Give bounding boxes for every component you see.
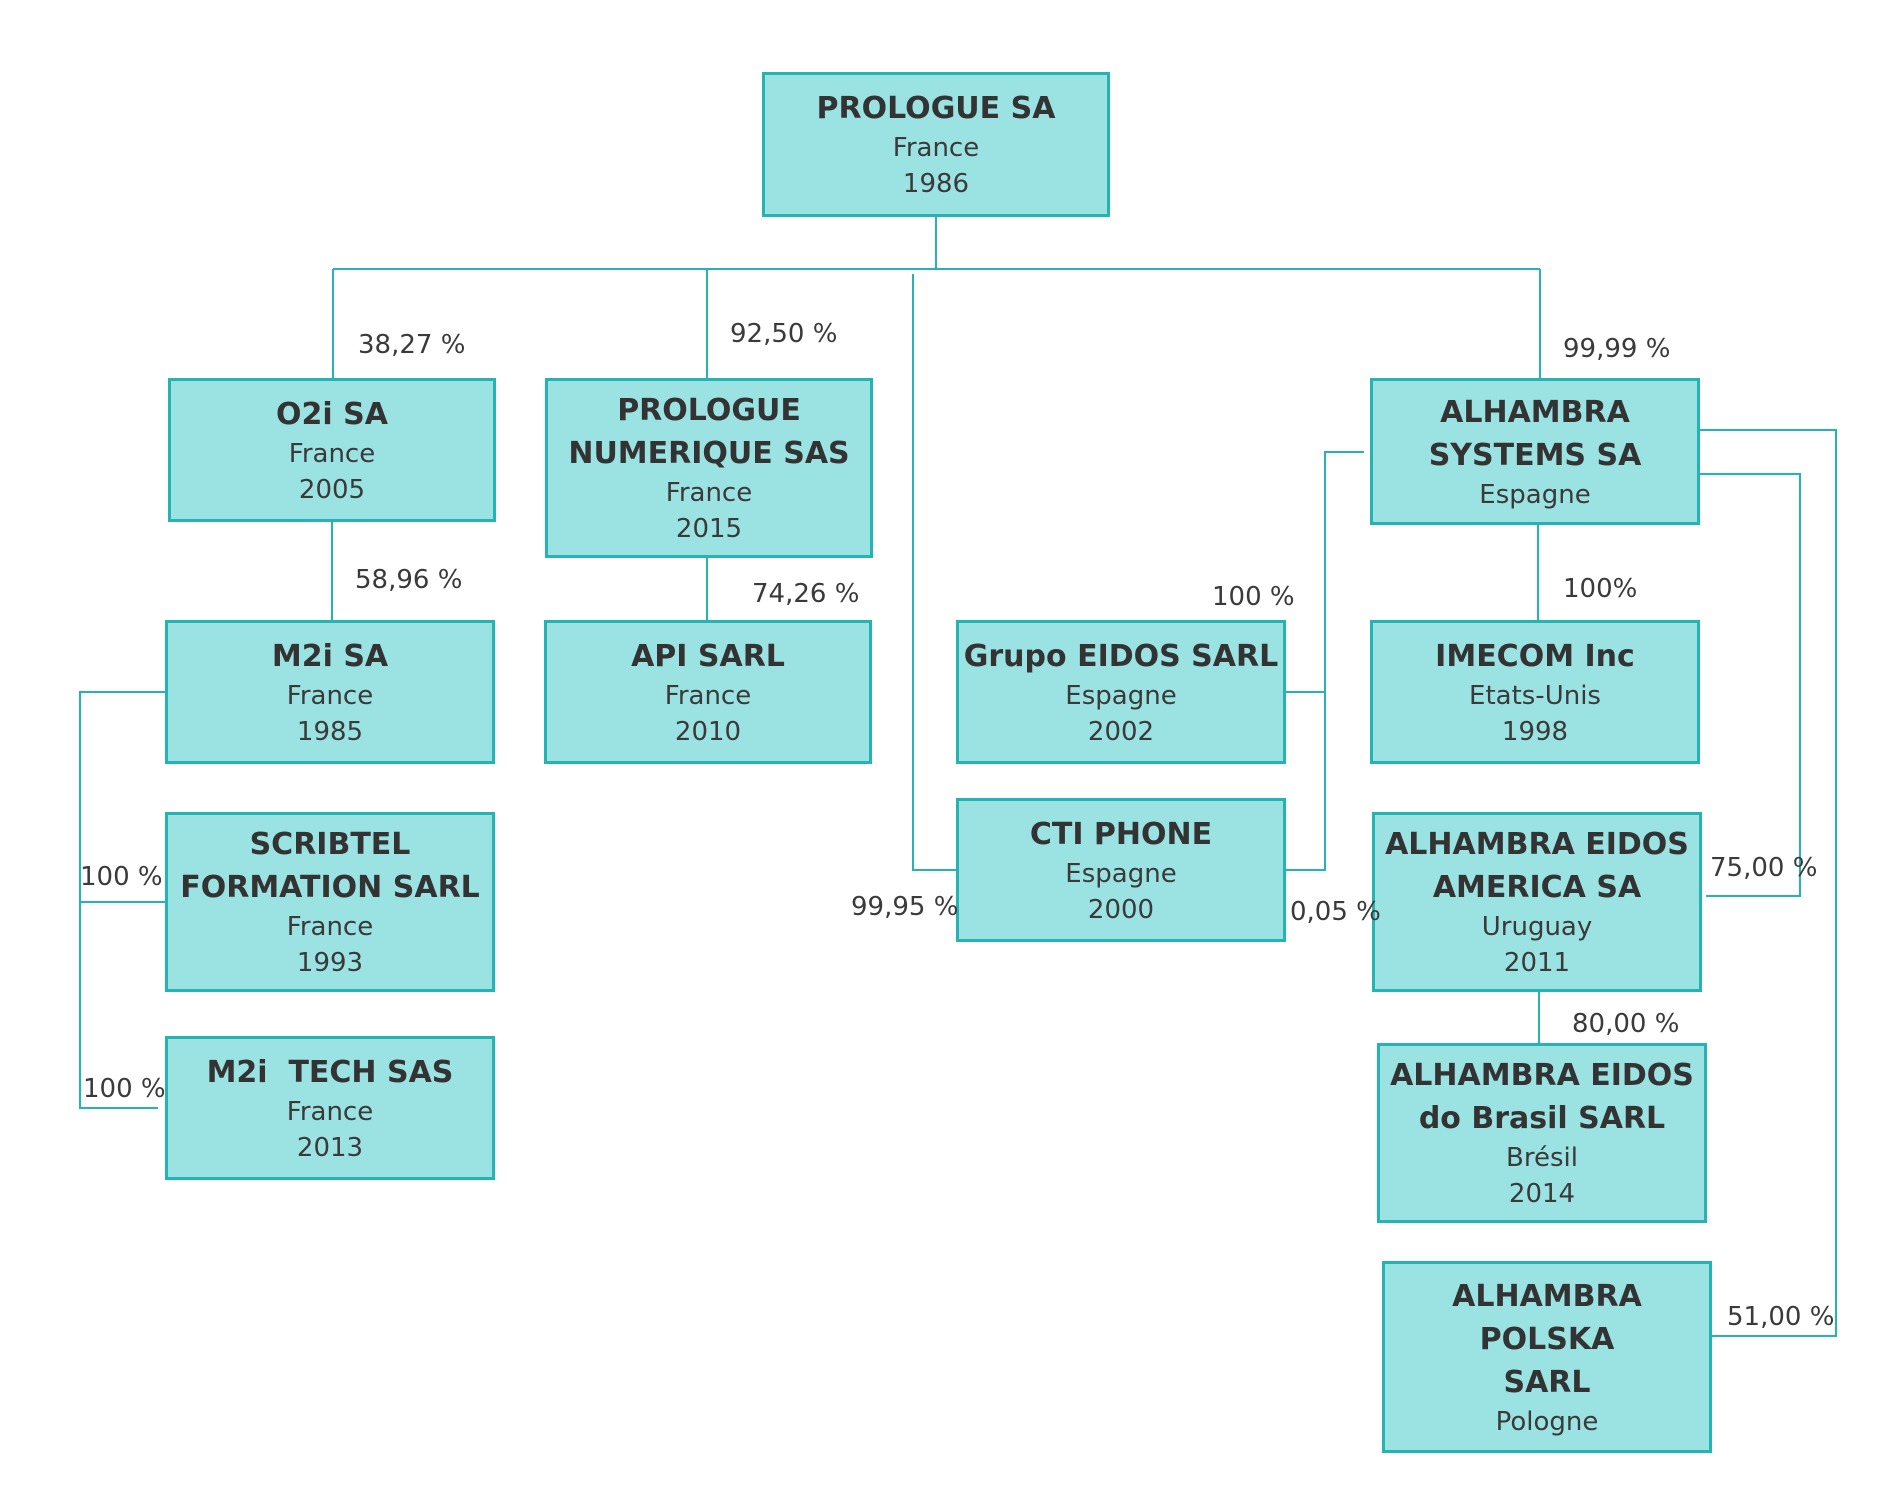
entity-country: France: [892, 133, 980, 163]
entity-country: France: [286, 912, 374, 942]
entity-country: Brésil: [1506, 1143, 1578, 1173]
entity-country: Espagne: [1479, 479, 1591, 510]
entity-name: ALHAMBRA EIDOS: [1385, 827, 1689, 862]
entity-name: ALHAMBRA: [1452, 1278, 1642, 1314]
connector-to-cti-phone: [912, 274, 956, 871]
entity-country: France: [664, 680, 752, 711]
entity-box-alhambra-systems-sa: ALHAMBRA SYSTEMS SA Espagne: [1370, 378, 1700, 525]
entity-name: SYSTEMS SA: [1428, 437, 1642, 473]
entity-country: Etats-Unis: [1469, 680, 1601, 711]
entity-name: M2i TECH SAS: [206, 1054, 454, 1090]
stake-label-m2i-tech: 100 %: [83, 1074, 166, 1104]
stake-label-alhambra-eidos-america: 75,00 %: [1710, 853, 1818, 883]
entity-country: Pologne: [1495, 1406, 1599, 1437]
connector-alhambra-eidos-cti: [1286, 451, 1364, 871]
entity-name: CTI PHONE: [1029, 816, 1213, 852]
stake-label-cti-phone-prologue: 99,95 %: [851, 892, 959, 922]
entity-country: France: [286, 680, 374, 711]
entity-name: AMERICA SA: [1432, 870, 1642, 905]
entity-year: 1993: [296, 948, 364, 978]
entity-box-m2i-sa: M2i SA France 1985: [165, 620, 495, 764]
entity-name: ALHAMBRA EIDOS: [1390, 1058, 1694, 1093]
entity-year: 2005: [298, 474, 366, 505]
entity-box-alhambra-eidos-do-brasil-sarl: ALHAMBRA EIDOS do Brasil SARL Brésil 201…: [1377, 1043, 1707, 1223]
entity-box-alhambra-eidos-america-sa: ALHAMBRA EIDOS AMERICA SA Uruguay 2011: [1372, 812, 1702, 992]
entity-year: 2011: [1503, 948, 1571, 978]
entity-name: NUMERIQUE SAS: [568, 436, 850, 471]
entity-country: Espagne: [1065, 858, 1177, 889]
entity-name: API SARL: [631, 638, 785, 674]
entity-year: 1986: [902, 169, 970, 199]
entity-country: Espagne: [1065, 680, 1177, 711]
entity-name: M2i SA: [271, 638, 389, 674]
stake-label-api: 74,26 %: [752, 579, 860, 609]
stake-label-m2i: 58,96 %: [355, 565, 463, 595]
entity-country: Uruguay: [1481, 912, 1593, 942]
connector-alhambra-america: [1700, 473, 1801, 897]
stake-label-o2i: 38,27 %: [358, 330, 466, 360]
entity-year: 2002: [1087, 716, 1155, 747]
entity-year: 2014: [1508, 1179, 1576, 1209]
entity-name: ALHAMBRA: [1440, 394, 1630, 430]
stake-label-cti-phone-eidos: 0,05 %: [1290, 897, 1381, 927]
entity-year: 2000: [1087, 894, 1155, 925]
entity-box-o2i-sa: O2i SA France 2005: [168, 378, 496, 522]
entity-box-m2i-tech-sas: M2i TECH SAS France 2013: [165, 1036, 495, 1180]
entity-box-alhambra-polska-sarl: ALHAMBRA POLSKA SARL Pologne: [1382, 1261, 1712, 1453]
stake-label-alhambra-eidos-brasil: 80,00 %: [1572, 1009, 1680, 1039]
stake-label-alhambra-polska: 51,00 %: [1727, 1302, 1835, 1332]
stake-label-scribtel: 100 %: [80, 862, 163, 892]
connector-m2i-subsidiaries: [79, 691, 165, 1109]
stake-label-prologue-numerique: 92,50 %: [730, 319, 838, 349]
entity-name: SCRIBTEL: [249, 827, 411, 862]
entity-year: 2010: [674, 716, 742, 747]
entity-box-api-sarl: API SARL France 2010: [544, 620, 872, 764]
entity-name: SARL: [1503, 1364, 1591, 1400]
entity-name: IMECOM Inc: [1435, 638, 1635, 674]
entity-name: Grupo EIDOS SARL: [963, 638, 1279, 674]
entity-name: PROLOGUE: [617, 393, 801, 428]
entity-country: France: [288, 438, 376, 469]
stake-label-alhambra-systems: 99,99 %: [1563, 334, 1671, 364]
entity-box-prologue-numerique-sas: PROLOGUE NUMERIQUE SAS France 2015: [545, 378, 873, 558]
entity-box-imecom-inc: IMECOM Inc Etats-Unis 1998: [1370, 620, 1700, 764]
entity-country: France: [286, 1096, 374, 1127]
entity-box-scribtel-formation-sarl: SCRIBTEL FORMATION SARL France 1993: [165, 812, 495, 992]
entity-year: 2015: [675, 514, 743, 544]
entity-box-cti-phone: CTI PHONE Espagne 2000: [956, 798, 1286, 942]
stake-label-imecom: 100%: [1563, 574, 1638, 604]
entity-name: POLSKA: [1479, 1321, 1615, 1357]
entity-year: 1998: [1501, 716, 1569, 747]
entity-country: France: [665, 478, 753, 508]
entity-year: 1985: [296, 716, 364, 747]
entity-name: do Brasil SARL: [1418, 1101, 1666, 1136]
entity-name: FORMATION SARL: [180, 870, 480, 905]
entity-name: O2i SA: [276, 396, 388, 432]
entity-name: PROLOGUE SA: [816, 91, 1056, 126]
connector-alhambra-polska: [1700, 429, 1837, 1337]
entity-box-prologue-sa: PROLOGUE SA France 1986: [762, 72, 1110, 217]
entity-year: 2013: [296, 1132, 364, 1163]
stake-label-grupo-eidos: 100 %: [1212, 582, 1295, 612]
entity-box-grupo-eidos-sarl: Grupo EIDOS SARL Espagne 2002: [956, 620, 1286, 764]
